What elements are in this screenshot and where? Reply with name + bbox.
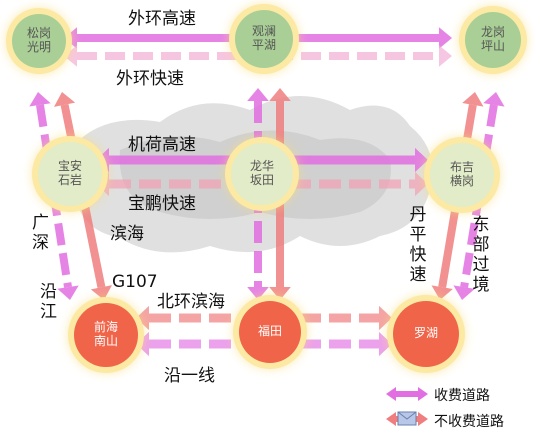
legend-free-label: 不收费道路 [434, 414, 504, 430]
node-longgang-pingshan: 龙岗坪山 [465, 12, 521, 68]
node-label: 罗湖 [413, 326, 438, 341]
node-label: 松岗光明 [26, 26, 51, 54]
node-label: 观澜平湖 [251, 24, 276, 52]
node-label: 前海南山 [93, 320, 118, 348]
road-label-danping-kuaisu: 丹平快速 [409, 205, 427, 286]
road-label-yanyixian: 沿一线 [164, 366, 215, 386]
node-baoan-shiyan: 宝安石岩 [38, 142, 102, 206]
node-guanlan-pinghu: 观澜平湖 [235, 10, 293, 68]
node-label: 龙岗坪山 [480, 25, 505, 53]
road-beihuan-binhai [136, 305, 392, 331]
legend-toll-label: 收费道路 [434, 388, 490, 404]
road-label-g107: G107 [112, 272, 158, 292]
road-label-guangshen: 广深 [32, 213, 49, 254]
road-label-dongbu-guojing: 东部过境 [472, 215, 490, 296]
node-label: 宝安石岩 [57, 159, 82, 187]
node-qianhai-nanshan: 前海南山 [74, 303, 138, 367]
legend [386, 387, 428, 426]
legend-free-arrow [386, 411, 428, 426]
road-label-baopeng-kuaisu: 宝鹏快速 [128, 194, 196, 214]
road-yanyixian [136, 331, 392, 357]
legend-toll-arrow [386, 387, 428, 401]
node-label: 福田 [257, 324, 282, 339]
road-label-yanjiang: 沿江 [40, 282, 57, 323]
node-songgang-guangming: 松岗光明 [12, 14, 66, 68]
node-buji-henggang: 布吉横岗 [430, 143, 494, 207]
node-longhua-bantian: 龙华坂田 [231, 143, 293, 205]
road-label-waihuan-kuaisu: 外环快速 [116, 69, 184, 89]
node-label: 龙华坂田 [249, 159, 274, 187]
node-luohu: 罗湖 [393, 301, 459, 367]
road-label-binhai: 滨海 [110, 224, 144, 244]
road-label-beihuan-binhai: 北环滨海 [157, 292, 225, 312]
node-label: 布吉横岗 [449, 160, 474, 188]
road-label-jihe-gaosu: 机荷高速 [128, 135, 196, 155]
road-label-waihuan-gaosu: 外环高速 [128, 9, 196, 29]
node-futian: 福田 [239, 301, 301, 363]
